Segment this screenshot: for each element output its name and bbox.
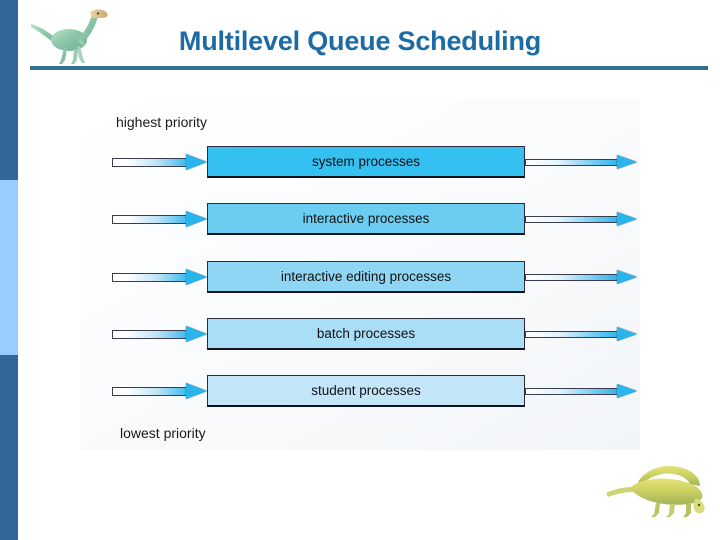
page-title: Multilevel Queue Scheduling <box>178 26 542 56</box>
arrow-head <box>617 326 637 341</box>
queue-label: system processes <box>311 154 421 169</box>
queue-inbound-arrow-icon <box>112 325 207 343</box>
sidebar-band-top <box>0 0 18 180</box>
queue-label: student processes <box>311 383 421 399</box>
queue-outbound-arrow-icon <box>525 269 640 285</box>
arrow-shaft <box>525 216 620 224</box>
arrow-head <box>617 212 637 227</box>
queue-outbound-arrow-icon <box>525 326 640 342</box>
queue-label: interactive editing processes <box>280 268 452 284</box>
queue-outbound-arrow-icon <box>525 212 640 227</box>
queue-box[interactable]: interactive editing processes <box>207 260 525 293</box>
queue-inbound-arrow-icon <box>112 154 207 171</box>
queue-label: interactive processes <box>302 211 430 227</box>
dinosaur-gallimimus-icon <box>28 2 114 66</box>
queue-row: batch processes <box>80 317 640 350</box>
arrow-shaft <box>525 330 620 338</box>
arrow-shaft <box>112 215 190 225</box>
queue-inbound-arrow-icon <box>112 268 207 286</box>
queue-box[interactable]: system processes <box>207 146 525 178</box>
queue-row: system processes <box>80 146 640 178</box>
dinosaur-dimetrodon-icon <box>604 456 714 518</box>
queue-box[interactable]: batch processes <box>207 317 525 350</box>
arrow-head <box>186 211 207 228</box>
queue-label: batch processes <box>316 325 416 341</box>
arrow-head <box>186 325 207 342</box>
arrow-head <box>617 155 637 169</box>
arrow-shaft <box>112 272 190 282</box>
queue-row: student processes <box>80 375 640 408</box>
queue-outbound-arrow-icon <box>525 384 640 399</box>
lowest-priority-label: lowest priority <box>120 425 206 441</box>
title-divider <box>30 66 708 70</box>
arrow-shaft <box>112 158 190 167</box>
arrow-shaft <box>525 388 620 396</box>
queue-outbound-arrow-icon <box>525 155 640 170</box>
sidebar-band-middle <box>0 180 18 355</box>
arrow-head <box>186 268 207 285</box>
queue-inbound-arrow-icon <box>112 211 207 228</box>
arrow-head <box>186 154 207 170</box>
queue-row: interactive editing processes <box>80 260 640 293</box>
arrow-shaft <box>112 387 190 397</box>
sidebar-band-bottom <box>0 355 18 540</box>
arrow-shaft <box>525 273 620 281</box>
arrow-head <box>186 383 207 400</box>
queue-box[interactable]: student processes <box>207 375 525 408</box>
multilevel-queue-diagram: highest priority system processes interac… <box>80 98 640 450</box>
arrow-head <box>617 269 637 284</box>
arrow-head <box>617 384 637 399</box>
arrow-shaft <box>112 329 190 339</box>
queue-box[interactable]: interactive processes <box>207 203 525 236</box>
queue-inbound-arrow-icon <box>112 383 207 400</box>
queue-row: interactive processes <box>80 203 640 236</box>
arrow-shaft <box>525 159 620 166</box>
highest-priority-label: highest priority <box>116 114 208 130</box>
